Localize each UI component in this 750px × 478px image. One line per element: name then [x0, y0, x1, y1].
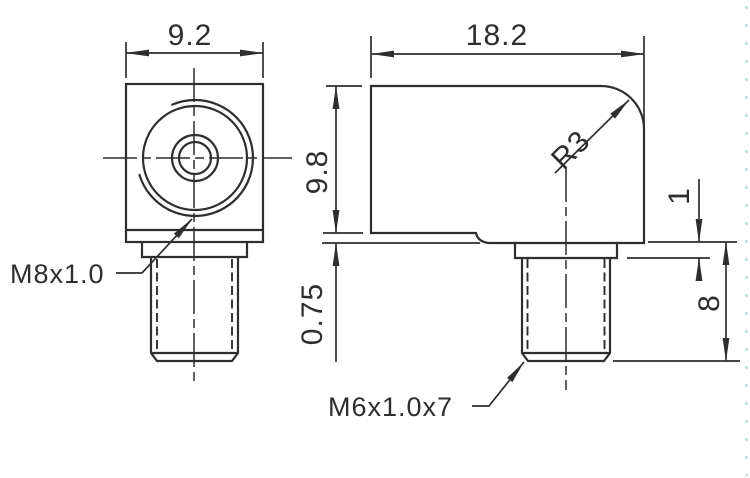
radius-leader-line: [554, 99, 630, 174]
side-body-outline: [369, 84, 646, 245]
dim-front-width: 9.2: [125, 19, 264, 78]
leader-line: [472, 361, 525, 407]
dim-collar-height-text: 1: [663, 187, 696, 205]
dim-body-height: 9.8: [301, 85, 363, 234]
dim-stud-length-text: 8: [693, 294, 726, 312]
side-view: [369, 84, 646, 390]
dim-overall-width: 18.2: [370, 19, 645, 128]
front-thread-text: M8x1.0: [10, 259, 105, 289]
dim-body-height-text: 9.8: [301, 150, 334, 195]
front-view: [103, 68, 292, 382]
dim-overall-width-text: 18.2: [466, 19, 528, 52]
dimensions: 9.2 18.2 9.8 0.75 1: [10, 19, 740, 422]
side-collar: [513, 241, 619, 260]
dim-flange-thickness: 0.75: [296, 242, 480, 362]
label-front-thread: M8x1.0: [10, 218, 193, 289]
leader-line: [116, 218, 193, 274]
dim-flange-thickness-text: 0.75: [296, 283, 329, 345]
dim-corner-radius: R3: [545, 99, 630, 176]
dim-collar-height: 1: [627, 179, 737, 281]
label-stud-thread: M6x1.0x7: [328, 361, 525, 422]
stud-thread-text: M6x1.0x7: [328, 392, 453, 422]
dim-corner-radius-text: R3: [545, 124, 597, 176]
front-thread-arc: [138, 98, 255, 218]
dim-stud-length: 8: [613, 241, 740, 362]
dim-front-width-text: 9.2: [168, 19, 213, 52]
